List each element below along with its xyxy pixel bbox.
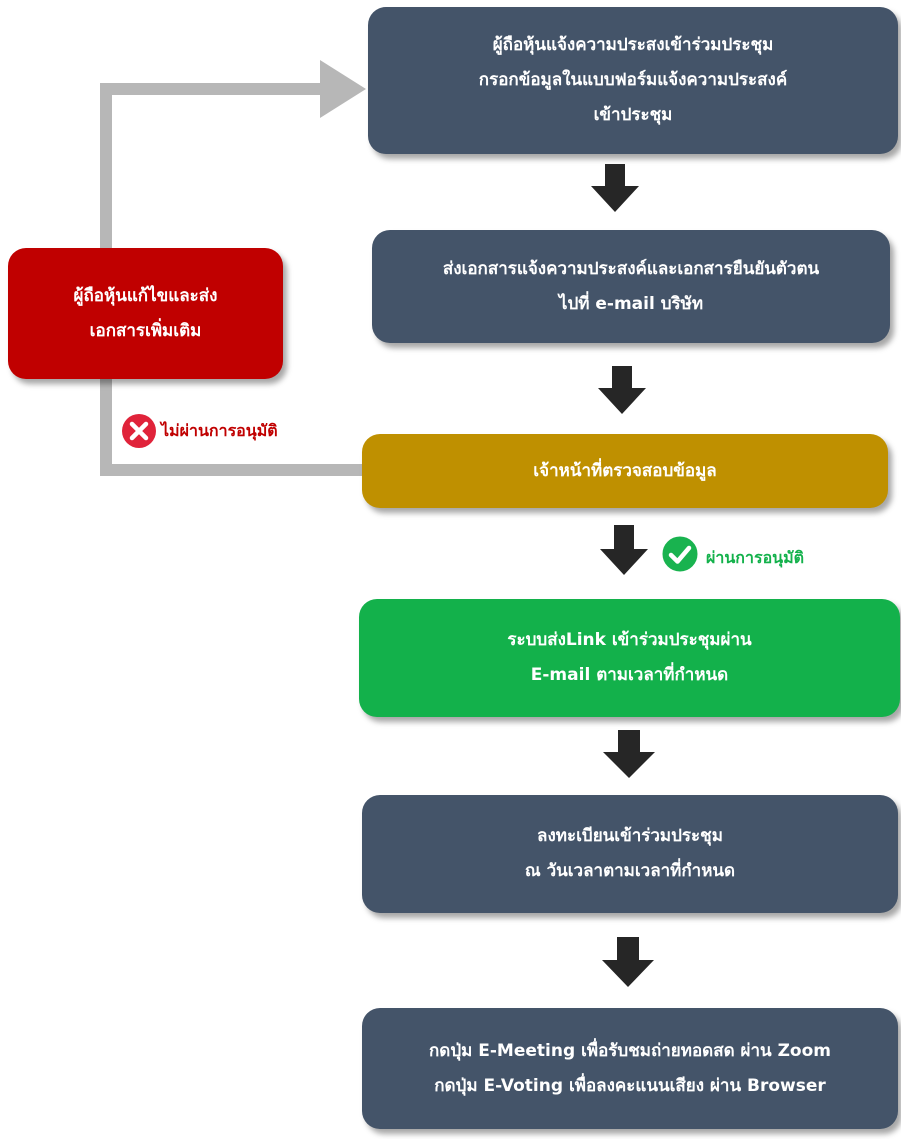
- rejected-label: ไม่ผ่านการอนุมัติ: [161, 421, 278, 440]
- step-verify: เจ้าหน้าที่ตรวจสอบข้อมูล: [362, 434, 888, 508]
- step-join-line1: กดปุ่ม E-Meeting เพื่อรับชมถ่ายทอดสด ผ่า…: [429, 1040, 831, 1061]
- down-arrow-icon: [598, 366, 646, 414]
- reject-connector-vertical-upper: [100, 83, 112, 249]
- down-arrow-icon: [602, 937, 654, 987]
- step-fix-resend-line2: เอกสารเพิ่มเติม: [89, 320, 202, 341]
- down-arrow-icon: [600, 525, 648, 575]
- approved-label: ผ่านการอนุมัติ: [706, 548, 805, 567]
- reject-connector-top: [100, 83, 328, 95]
- step-register-intent-line1: ผู้ถือหุ้นแจ้งความประสงเข้าร่วมประชุม: [492, 35, 774, 55]
- step-fix-resend-line1: ผู้ถือหุ้นแก้ไขและส่ง: [73, 285, 218, 306]
- step-register-meeting-line1: ลงทะเบียนเข้าร่วมประชุม: [537, 826, 723, 846]
- check-circle-icon: [659, 533, 701, 575]
- step-send-link-line2: E-mail ตามเวลาที่กำหนด: [530, 665, 729, 685]
- step-join-line2: กดปุ่ม E-Voting เพื่อลงคะแนนเสียง ผ่าน B…: [434, 1075, 826, 1096]
- step-register-intent-line2: กรอกข้อมูลในแบบฟอร์มแจ้งความประสงค์: [478, 70, 788, 90]
- step-send-documents: ส่งเอกสารแจ้งความประสงค์และเอกสารยืนยันต…: [372, 230, 890, 343]
- step-send-link-line1: ระบบส่งLink เข้าร่วมประชุมผ่าน: [507, 630, 752, 650]
- step-register-meeting: ลงทะเบียนเข้าร่วมประชุม ณ วันเวลาตามเวลา…: [362, 795, 898, 913]
- step-register-meeting-line2: ณ วันเวลาตามเวลาที่กำหนด: [524, 861, 736, 881]
- reject-connector-bottom: [100, 464, 362, 476]
- down-arrow-icon: [591, 164, 639, 212]
- step-register-intent-line3: เข้าประชุม: [593, 105, 673, 125]
- return-arrow-icon: [320, 60, 366, 118]
- reject-connector-vertical-lower: [100, 376, 112, 476]
- step-send-documents-line2: ไปที่ e-mail บริษัท: [558, 293, 704, 314]
- step-send-documents-line1: ส่งเอกสารแจ้งความประสงค์และเอกสารยืนยันต…: [442, 258, 820, 279]
- step-verify-line1: เจ้าหน้าที่ตรวจสอบข้อมูล: [533, 460, 717, 481]
- step-send-link: ระบบส่งLink เข้าร่วมประชุมผ่าน E-mail ตา…: [359, 599, 900, 717]
- x-circle-icon: [122, 414, 156, 448]
- step-register-intent: ผู้ถือหุ้นแจ้งความประสงเข้าร่วมประชุม กร…: [368, 7, 898, 154]
- step-join: กดปุ่ม E-Meeting เพื่อรับชมถ่ายทอดสด ผ่า…: [362, 1008, 898, 1129]
- step-fix-resend: ผู้ถือหุ้นแก้ไขและส่ง เอกสารเพิ่มเติม: [8, 248, 283, 379]
- down-arrow-icon: [603, 730, 655, 778]
